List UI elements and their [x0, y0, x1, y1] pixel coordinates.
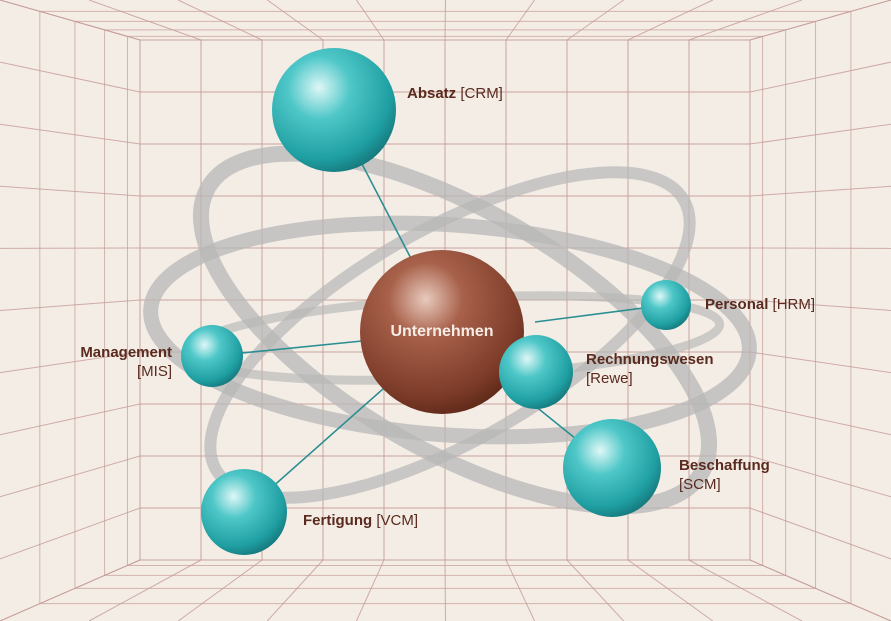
grid-line — [177, 0, 263, 41]
grid-line — [749, 455, 891, 498]
grid-line — [749, 123, 891, 145]
grid-line — [566, 559, 625, 621]
grid-line — [627, 0, 714, 41]
grid-line — [355, 0, 385, 41]
grid-line — [0, 351, 141, 374]
node-sphere-absatz — [272, 48, 396, 172]
label-absatz-name: Absatz — [407, 85, 457, 102]
node-sphere-management — [181, 325, 243, 387]
label-personal: Personal [HRM] — [705, 295, 815, 314]
grid-line — [749, 351, 891, 374]
grid-line — [749, 559, 891, 621]
grid-line — [505, 559, 536, 621]
grid-line — [0, 61, 141, 93]
grid-line — [88, 0, 202, 41]
grid-line — [749, 0, 891, 41]
grid-line — [505, 0, 536, 41]
label-management: Management [MIS] — [40, 343, 172, 381]
label-absatz-abbr: [CRM] — [460, 85, 503, 102]
label-personal-abbr: [HRM] — [772, 296, 816, 313]
node-sphere-personal — [641, 280, 691, 330]
label-management-name: Management — [80, 344, 172, 361]
grid-line — [627, 559, 714, 621]
label-rechnungswesen: Rechnungswesen [Rewe] — [586, 350, 714, 388]
core-sphere — [360, 250, 524, 414]
grid-line — [0, 455, 141, 498]
grid-line — [749, 507, 891, 560]
node-sphere-beschaffung — [563, 419, 661, 517]
grid-line — [266, 559, 324, 621]
grid-line — [566, 0, 624, 41]
grid-line — [444, 559, 446, 621]
spheres — [181, 48, 691, 555]
label-beschaffung-name: Beschaffung — [679, 457, 770, 474]
orbit-ring-tilted-a — [192, 145, 718, 515]
label-fertigung-abbr: [VCM] — [376, 512, 418, 529]
node-sphere-fertigung — [201, 469, 287, 555]
label-fertigung-name: Fertigung — [303, 512, 373, 529]
grid-line — [88, 559, 202, 621]
grid-line — [444, 0, 446, 41]
grid-line — [749, 403, 891, 436]
core-label: Unternehmen — [390, 323, 494, 340]
grid-line — [0, 185, 141, 197]
grid-line — [0, 299, 141, 311]
orbit-ring-tilted-b — [204, 166, 696, 504]
grid-line — [688, 559, 803, 621]
grid-line — [0, 0, 141, 41]
grid-line — [355, 559, 385, 621]
label-personal-name: Personal — [705, 296, 769, 313]
label-management-abbr: [MIS] — [136, 363, 172, 380]
grid-line — [688, 0, 803, 41]
label-absatz: Absatz [CRM] — [407, 84, 503, 103]
grid-line — [0, 507, 141, 560]
orbit-ring-wide — [143, 215, 757, 445]
grid-line — [749, 185, 891, 197]
grid-line — [177, 559, 263, 621]
node-sphere-rechnungswesen — [499, 335, 573, 409]
grid-line — [0, 559, 141, 621]
label-rechnungswesen-name: Rechnungswesen — [586, 351, 714, 368]
label-beschaffung: Beschaffung [SCM] — [679, 456, 770, 494]
label-beschaffung-abbr: [SCM] — [679, 476, 721, 493]
grid-line — [749, 61, 891, 93]
grid-line — [267, 0, 324, 41]
label-rechnungswesen-abbr: [Rewe] — [586, 370, 633, 387]
grid-line — [0, 123, 141, 145]
label-fertigung: Fertigung [VCM] — [303, 511, 418, 530]
grid-line — [749, 299, 891, 311]
grid-line — [0, 403, 141, 436]
